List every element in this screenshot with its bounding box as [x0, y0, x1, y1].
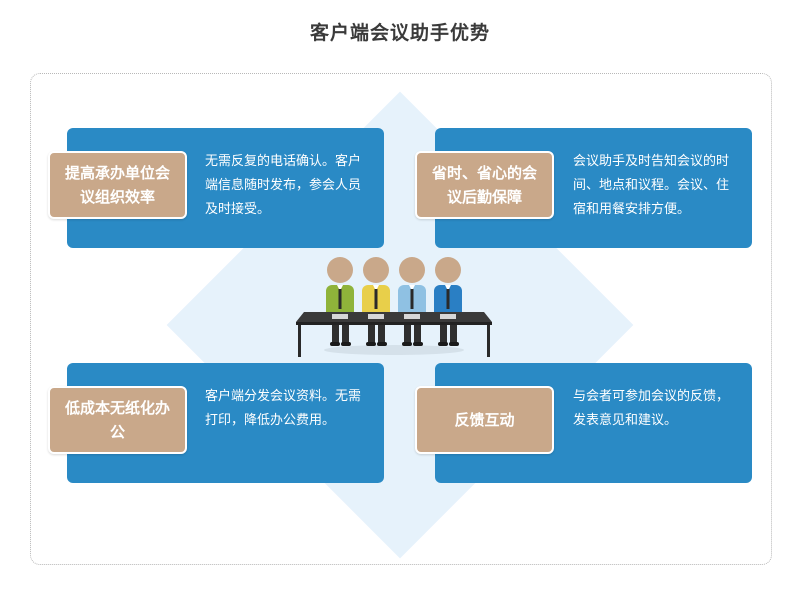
advantage-badge-label: 提高承办单位会议组织效率	[64, 164, 170, 206]
advantage-badge: 省时、省心的会议后勤保障	[415, 151, 554, 219]
advantage-description: 会议助手及时告知会议的时间、地点和议程。会议、住宿和用餐安排方便。	[573, 154, 730, 217]
meeting-people-icon	[296, 257, 492, 357]
diagram-frame	[30, 73, 772, 565]
advantage-badge-label: 省时、省心的会议后勤保障	[431, 164, 537, 206]
advantage-badge: 提高承办单位会议组织效率	[48, 151, 187, 219]
advantage-description: 无需反复的电话确认。客户端信息随时发布，参会人员及时接受。	[205, 154, 362, 217]
advantage-description: 与会者可参加会议的反馈，发表意见和建议。	[573, 389, 730, 428]
page-title: 客户端会议助手优势	[309, 22, 490, 44]
advantage-badge: 低成本无纸化办公	[48, 386, 187, 454]
advantage-badge-label: 低成本无纸化办公	[64, 399, 170, 441]
advantage-description: 客户端分发会议资料。无需打印，降低办公费用。	[205, 389, 362, 428]
advantage-badge: 反馈互动	[415, 386, 554, 454]
advantage-badge-label: 反馈互动	[454, 411, 515, 429]
